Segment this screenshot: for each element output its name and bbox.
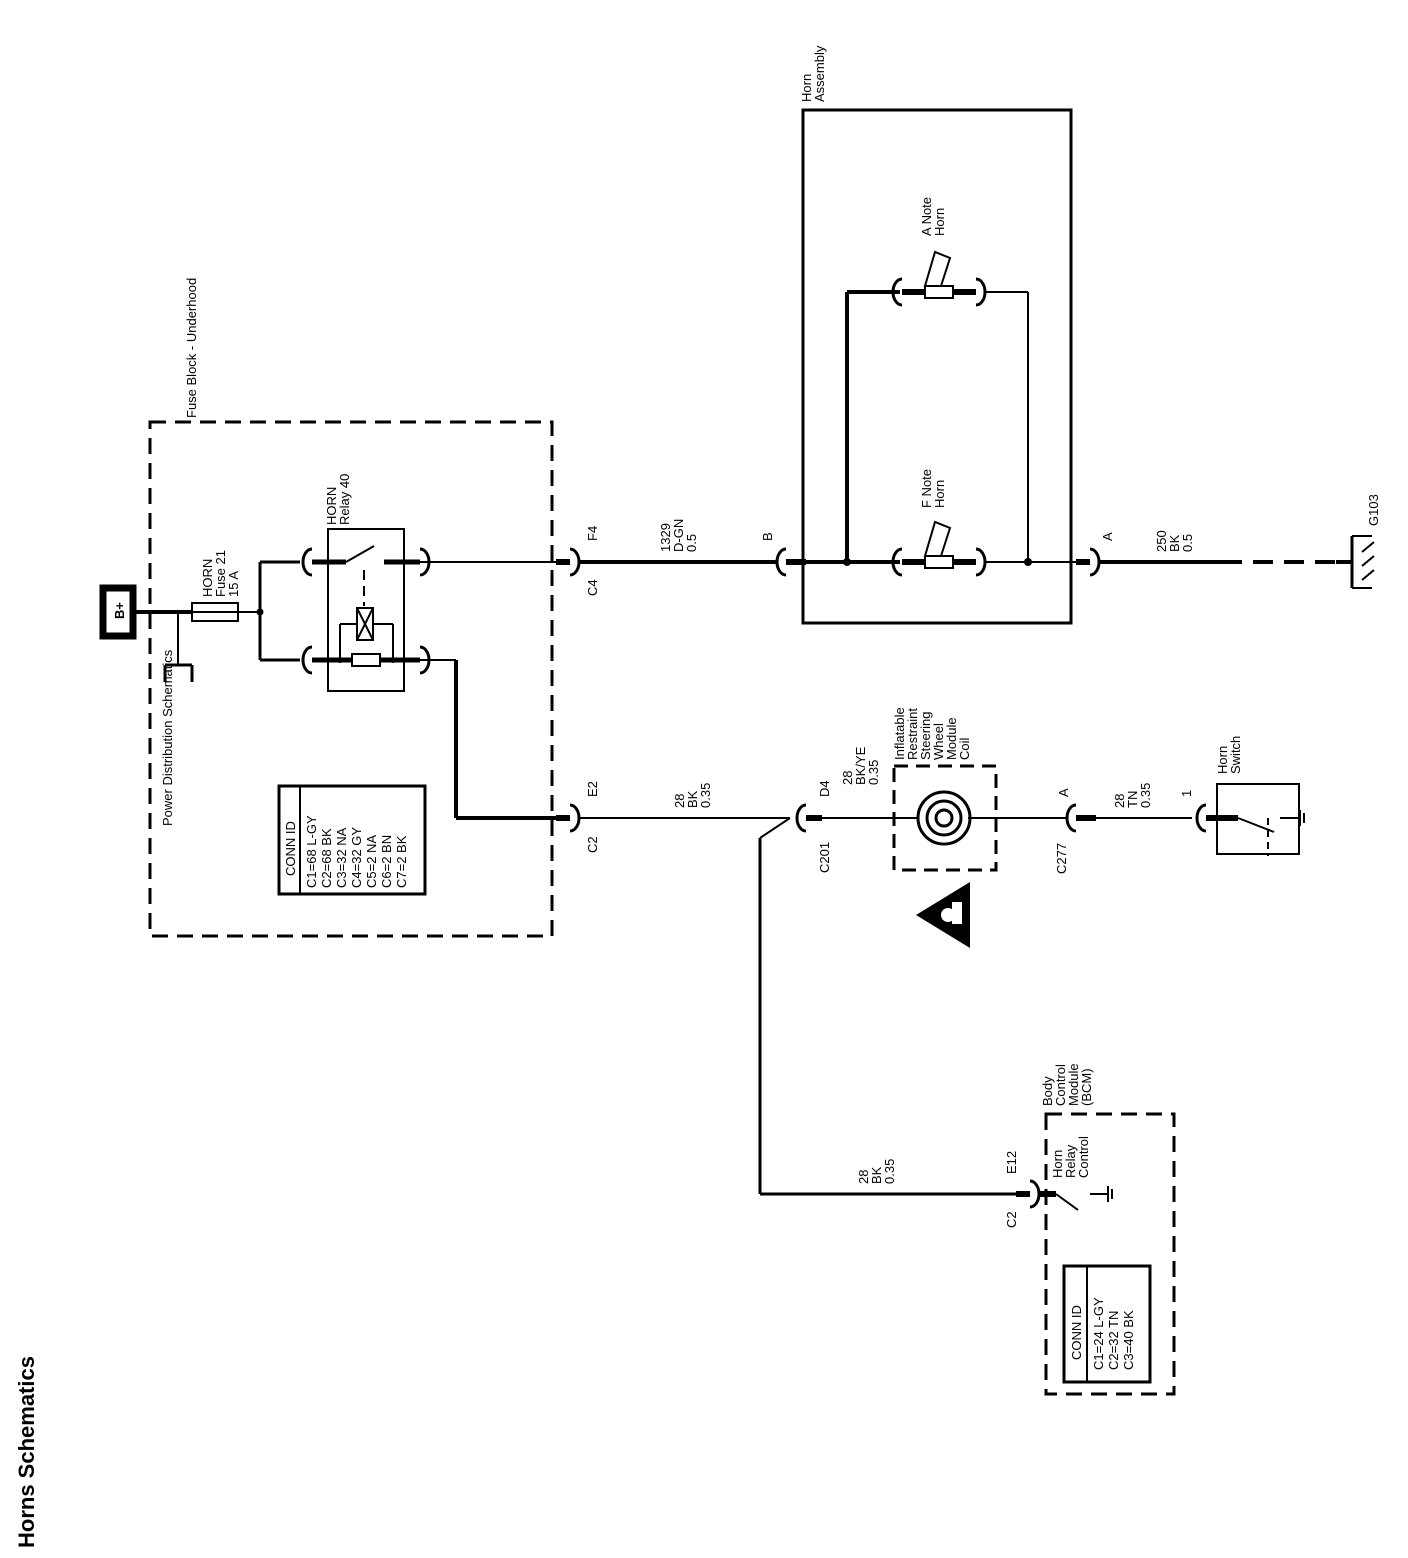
wire-1329-label: 1329 D-GN 0.5	[658, 515, 699, 552]
ground-g103-label: G103	[1366, 494, 1381, 526]
fuse-block-conn-id-table: CONN ID C1=68 L-GY C2=68 BK C3=32 NA C4=…	[277, 784, 427, 896]
horn-assembly-label: Horn Assembly	[799, 45, 827, 102]
horn-switch: 1 Horn Switch	[1179, 736, 1305, 856]
battery-positive-label: B+	[112, 602, 127, 619]
relay-name: HORN	[324, 487, 339, 525]
conn-id-row: C3=40 BK	[1121, 1310, 1136, 1370]
connector-c277-label: C277	[1054, 843, 1069, 874]
fuse-block-label: Fuse Block - Underhood	[184, 278, 199, 418]
svg-text:C1=24 L-GY C2=32 TN: C1=24 L-GY C2=32 TN C3=40 BK	[1091, 1294, 1136, 1370]
horn-assembly-outline	[801, 108, 1073, 625]
svg-text:A: A	[1100, 532, 1115, 541]
connector-bcm-c2-e12: C2 E12	[1004, 1151, 1041, 1228]
conn-id-row: C1=68 L-GY	[304, 815, 319, 888]
connector-e2-label: E2	[585, 781, 600, 797]
wire-250-label: 250 BK 0.5	[1154, 527, 1195, 552]
conn-id-row: C7=2 BK	[394, 835, 409, 888]
conn-id-row: C6=2 BN	[379, 835, 394, 888]
horn-switch-label: Horn Switch	[1215, 736, 1243, 774]
svg-text:HORN Relay 40: HORN Relay 40	[324, 474, 352, 525]
svg-text:C1=68 L-GY C2=68 BK: C1=68 L-GY C2=68 BK C3=32 NA C4=32 GY C5…	[304, 812, 409, 888]
power-distribution-ref: Power Distribution Schematics	[160, 649, 175, 826]
connector-f4-label: F4	[585, 526, 600, 541]
connector-c277-a: C277 A	[1054, 788, 1096, 874]
bcm-label: Body Control Module (BCM)	[1040, 1060, 1094, 1106]
connector-d4-label: D4	[817, 780, 832, 797]
steering-wheel-coil: Inflatable Restraint Steering Wheel Modu…	[892, 704, 1068, 872]
horn-relay-40: HORN Relay 40	[301, 474, 431, 692]
connector-horn-b: B	[760, 532, 806, 577]
connector-bcm-c2-label: C2	[1004, 1211, 1019, 1228]
bcm-function-label: Horn Relay Control	[1050, 1136, 1091, 1178]
wire-28-tn-label: 28 TN 0.35	[1112, 783, 1153, 808]
connector-e12-label: E12	[1004, 1151, 1019, 1174]
page-title: Horns Schematics	[14, 1356, 39, 1548]
connector-c2-label: C2	[585, 836, 600, 853]
ground-g103: G103	[1336, 494, 1381, 589]
f-note-horn: F Note Horn	[891, 465, 987, 577]
bcm-outline	[1044, 1112, 1176, 1396]
conn-id-title: CONN ID	[283, 821, 298, 876]
battery-positive-box: B+	[99, 584, 137, 640]
wire-28-bk-bcm-label: 28 BK 0.35	[856, 1159, 897, 1184]
connector-horn-a: A	[1076, 532, 1115, 577]
conn-id-row: C3=32 NA	[334, 827, 349, 888]
svg-text:B: B	[760, 532, 775, 541]
a-note-horn: A Note Horn	[891, 193, 987, 307]
conn-id-row: C1=24 L-GY	[1091, 1297, 1106, 1370]
fuse-block-outline	[148, 420, 554, 938]
conn-id-row: C2=68 BK	[319, 828, 334, 888]
horn-switch-pin: 1	[1179, 790, 1194, 797]
connector-c2-e2: C2 E2	[556, 781, 600, 853]
wire-28-bkye-label: 28 BK/YE 0.35	[840, 743, 881, 785]
a-note-horn-label: A Note Horn	[919, 193, 947, 236]
connector-c201-label: C201	[817, 842, 832, 873]
coil-label: Inflatable Restraint Steering Wheel Modu…	[892, 704, 972, 760]
svg-text:HORN Fuse 21 15 A: HORN Fuse 21 15 A	[200, 546, 241, 597]
connector-c4-label: C4	[585, 579, 600, 596]
fuse-rating: 15 A	[226, 571, 241, 597]
f-note-horn-label: F Note Horn	[919, 465, 947, 508]
conn-id-row: C2=32 TN	[1106, 1311, 1121, 1370]
conn-id-row: C5=2 NA	[364, 835, 379, 888]
fuse-number: Fuse 21	[213, 550, 228, 597]
conn-id-row: C4=32 GY	[349, 827, 364, 888]
connector-c4-f4: C4 F4	[556, 526, 600, 596]
bcm-horn-relay-control: Horn Relay Control	[1040, 1136, 1113, 1211]
bcm-conn-id-title: CONN ID	[1069, 1305, 1084, 1360]
connector-c201-d4: C201 D4	[795, 780, 832, 873]
fuse-name: HORN	[200, 559, 215, 597]
wire-28-bk-label: 28 BK 0.35	[672, 783, 713, 808]
fuse-21: HORN Fuse 21 15 A	[191, 546, 241, 622]
airbag-caution-icon	[916, 882, 970, 948]
connector-a-label: A	[1056, 788, 1071, 797]
bcm-conn-id-table: CONN ID C1=24 L-GY C2=32 TN C3=40 BK	[1062, 1264, 1152, 1384]
relay-number: Relay 40	[337, 474, 352, 525]
